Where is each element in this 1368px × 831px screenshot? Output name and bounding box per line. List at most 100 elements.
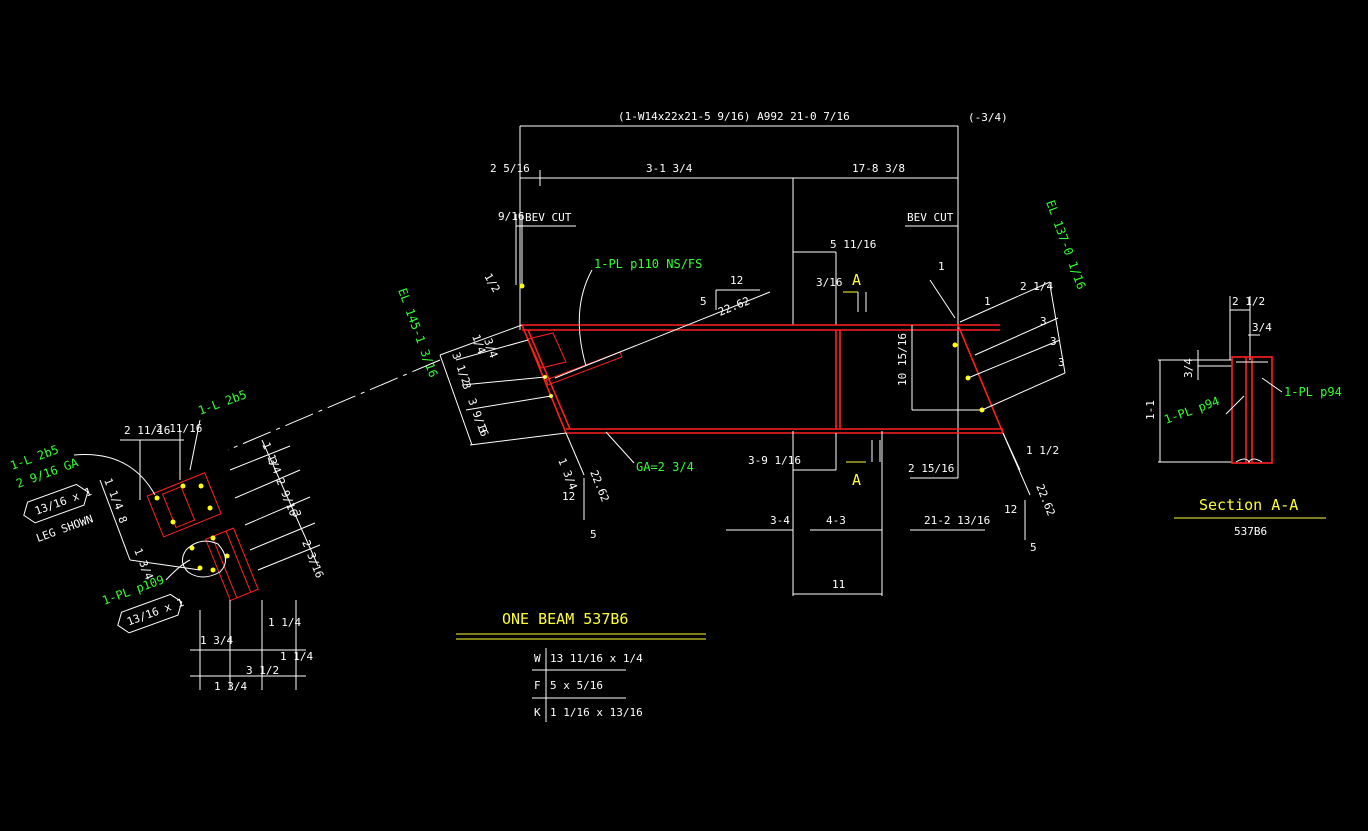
conn-side-ext-5 [257, 544, 321, 571]
slope-bl-4: 5 [590, 528, 597, 541]
right-cut-1: 1 [984, 295, 991, 308]
right-depth-label: 10 15/16 [896, 333, 909, 386]
slope-bl-ext [565, 432, 585, 476]
conn-bot-3: 3 1/2 [246, 664, 279, 677]
angle-left-leader [73, 454, 156, 496]
beam-header-label: (1-W14x22x21-5 9/16) A992 21-0 7/16 [618, 110, 850, 123]
right-cut-ext-3 [967, 339, 1061, 379]
left-cut-ext-1 [439, 324, 523, 356]
left-cut-ext-3 [455, 339, 529, 361]
conn-bolt-3 [180, 483, 186, 489]
sect-plate-left-leader [1225, 395, 1245, 415]
plate-callout: 1-PL p110 NS/FS [594, 257, 702, 271]
dim-top-1: 2 5/16 [490, 162, 530, 175]
sect-dim-top: 2 1/2 [1232, 295, 1265, 308]
sect-dim-inner: 3/4 [1252, 321, 1272, 334]
conn-top-1: 2 11/16 [124, 424, 170, 437]
right-cut-ext-2 [974, 317, 1059, 356]
plate-line1 [211, 536, 238, 599]
conn-side-ext-3 [244, 496, 311, 526]
right-bolt-1 [952, 342, 958, 348]
sect-weld [1235, 458, 1263, 464]
dim-bottom-6: 21-2 13/16 [924, 514, 990, 527]
dim-bottom-2: 3-4 [770, 514, 790, 527]
stiffener-dim: 5 11/16 [830, 238, 876, 251]
bolt-group-outline [182, 540, 226, 578]
conn-bot-5: 1 3/4 [214, 680, 247, 693]
left-cut-4: 3 [459, 381, 473, 392]
slope-br-hyp [1002, 432, 1031, 496]
conn-bolt-5 [207, 505, 213, 511]
angle-right-leader [189, 419, 201, 471]
conn-bolt-1 [154, 495, 160, 501]
right-cut-ext-1 [959, 281, 1051, 323]
conn-bot-4: 1 1/4 [280, 650, 313, 663]
conn-side-ext-1 [229, 445, 291, 471]
slope-bl-3: 12 [562, 490, 575, 503]
work-line [227, 359, 441, 451]
slope-br-rise-label: 5 [1030, 541, 1037, 554]
plate-box [204, 527, 259, 602]
conn-side-dim-line [261, 439, 319, 567]
slope-top-run-label: 12 [730, 274, 743, 287]
stiffener-thk: 3/16 [816, 276, 843, 289]
gage-leader [605, 431, 635, 464]
section-mark-bottom: A [852, 471, 861, 489]
left-cut-ext-4 [461, 376, 546, 386]
conn-side-ext-4 [249, 522, 316, 551]
sect-subtitle: 537B6 [1234, 525, 1267, 538]
left-end-plate [527, 332, 567, 369]
sect-dim-side: 1-1 [1144, 400, 1157, 420]
slope-br-run: 12 [1004, 503, 1017, 516]
conn-bolt-7 [210, 535, 216, 541]
tag-2-outline [117, 593, 183, 634]
slope-top-rise-label: 5 [700, 295, 707, 308]
right-small-leader [929, 279, 956, 319]
bev-cut-left-size: 9/16 [498, 210, 525, 223]
angle-box-mid [161, 485, 196, 529]
conn-top-2: 2 11/16 [156, 422, 202, 435]
section-mark-top: A [852, 271, 861, 289]
dim-bottom-4: 11 [832, 578, 845, 591]
conn-left-2: 8 [115, 514, 130, 525]
right-cut-dim-line [1049, 284, 1066, 374]
angle-box-left [146, 472, 222, 538]
right-small-label: 1 [938, 260, 945, 273]
conn-bot-2: 1 1/4 [268, 616, 301, 629]
right-cut-5: 3 [1058, 356, 1065, 369]
title-block-title: ONE BEAM 537B6 [502, 610, 628, 628]
tag-1-outline [23, 483, 89, 524]
beam-right-end [957, 324, 1004, 434]
bev-cut-left-label: BEV CUT [525, 211, 572, 224]
conn-left-dim-line [99, 479, 131, 561]
beam-header-right: (-3/4) [968, 111, 1008, 124]
conn-bolt-2 [170, 519, 176, 525]
sect-plate-right: 1-PL p94 [1284, 385, 1342, 399]
bev-left-marker [519, 283, 525, 289]
bev-cut-right-label: BEV CUT [907, 211, 954, 224]
title-row-0-key: W [534, 652, 541, 665]
title-row-1-value: 5 x 5/16 [550, 679, 603, 692]
section-a-a: 2 1/2 3/4 1-1 3/4 1-PL p94 1-PL p94 Sect… [1144, 295, 1342, 538]
title-row-0-value: 13 11/16 x 1/4 [550, 652, 643, 665]
left-cut-dim-line [439, 354, 473, 446]
title-row-1-key: F [534, 679, 541, 692]
dim-bottom-3: 4-3 [826, 514, 846, 527]
right-cut-2: 2 1/4 [1020, 280, 1053, 293]
sect-title: Section A-A [1199, 496, 1298, 514]
right-cut-6: 1 1/2 [1026, 444, 1059, 457]
right-cut-ext-4 [981, 372, 1066, 411]
conn-bolt-4 [198, 483, 204, 489]
conn-side-4: 3 [289, 508, 304, 519]
left-cut-6: 3 [475, 425, 489, 436]
conn-bolt-10 [210, 567, 216, 573]
dim-bottom-5: 2 15/16 [908, 462, 954, 475]
slope-top-hyp [554, 291, 771, 379]
gage-callout: GA=2 3/4 [636, 460, 694, 474]
right-cut-3: 3 [1040, 315, 1047, 328]
title-row-2-value: 1 1/16 x 13/16 [550, 706, 643, 719]
sect-dim-small: 3/4 [1182, 358, 1195, 378]
conn-side-ext-2 [234, 469, 301, 499]
